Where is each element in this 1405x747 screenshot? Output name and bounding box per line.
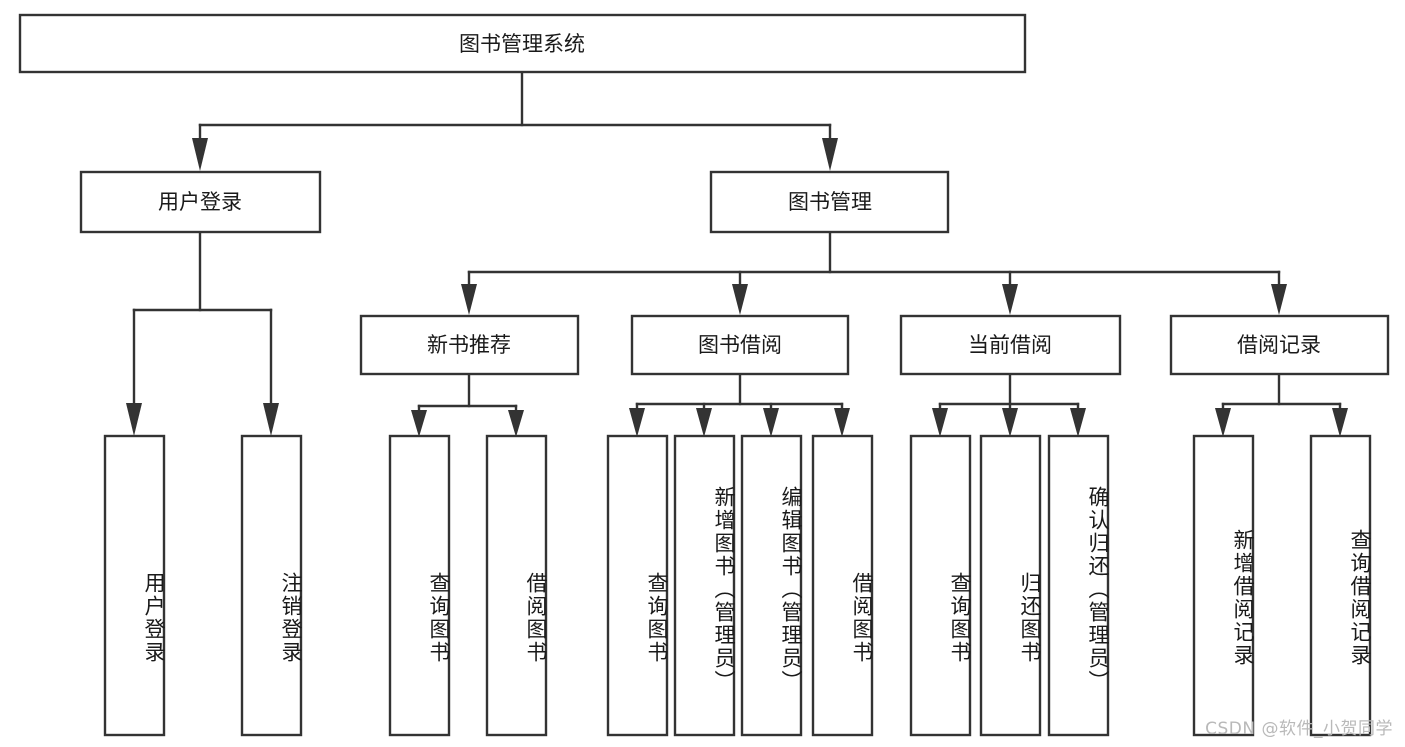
node-current-borrow-label: 当前借阅: [968, 333, 1052, 357]
arrow-head-leaf-user-login: [126, 403, 142, 436]
node-user-login-label: 用户登录: [158, 190, 242, 214]
node-borrow-record-box[interactable]: [1169, 314, 1390, 376]
arrow-head-currentborrow-leaf-3: [1070, 408, 1086, 437]
horizontal-label-layer: 图书管理系统 用户登录 图书管理 新书推荐 图书借阅 当前借阅 借阅记录: [158, 32, 1321, 357]
node-new-book-label: 新书推荐: [427, 333, 511, 357]
node-root-box[interactable]: [18, 13, 1027, 74]
node-current-borrow-box[interactable]: [899, 314, 1122, 376]
leaf-box-current-confirm[interactable]: [1047, 434, 1110, 737]
arrow-head-user-login: [192, 138, 208, 171]
arrow-head-borrow-record: [1271, 284, 1287, 315]
leaf-box-newbook-borrow[interactable]: [485, 434, 548, 737]
arrow-head-borrowrecord-leaf-2: [1332, 408, 1348, 437]
leaf-box-record-add[interactable]: [1192, 434, 1255, 737]
arrow-head-new-book: [461, 284, 477, 315]
arrow-head-bookborrow-leaf-4: [834, 408, 850, 437]
leaf-box-user-login[interactable]: [103, 434, 166, 737]
leaf-box-logout[interactable]: [240, 434, 303, 737]
arrow-head-leaf-logout: [263, 403, 279, 436]
leaf-box-newbook-query[interactable]: [388, 434, 451, 737]
leaf-box-borrow-add[interactable]: [673, 434, 736, 737]
node-book-manage-label: 图书管理: [788, 190, 872, 214]
arrow-head-newbook-leaf-2: [508, 410, 524, 437]
leaf-box-current-query[interactable]: [909, 434, 972, 737]
node-book-borrow-label: 图书借阅: [698, 333, 782, 357]
node-root-label: 图书管理系统: [459, 32, 585, 56]
node-layer: [18, 13, 1390, 737]
arrow-head-bookborrow-leaf-3: [763, 408, 779, 437]
arrow-head-borrowrecord-leaf-1: [1215, 408, 1231, 437]
node-book-manage-box[interactable]: [709, 170, 950, 234]
arrow-head-book-borrow: [732, 284, 748, 315]
arrow-head-bookborrow-leaf-1: [629, 408, 645, 437]
leaf-box-record-query[interactable]: [1309, 434, 1372, 737]
node-new-book-box[interactable]: [359, 314, 580, 376]
leaf-box-borrow-query[interactable]: [606, 434, 669, 737]
arrow-head-newbook-leaf-1: [411, 410, 427, 437]
arrow-head-currentborrow-leaf-1: [932, 408, 948, 437]
watermark-label: CSDN @软件_小贺同学: [1205, 719, 1393, 739]
arrow-head-bookborrow-leaf-2: [696, 408, 712, 437]
leaf-box-current-return[interactable]: [979, 434, 1042, 737]
leaf-box-borrow-edit[interactable]: [740, 434, 803, 737]
arrow-head-current-borrow: [1002, 284, 1018, 315]
node-borrow-record-label: 借阅记录: [1237, 333, 1321, 357]
node-user-login-box[interactable]: [79, 170, 322, 234]
arrow-head-book-manage: [822, 138, 838, 171]
node-book-borrow-box[interactable]: [630, 314, 850, 376]
leaf-box-borrow-lend[interactable]: [811, 434, 874, 737]
connector-layer: [126, 70, 1348, 437]
arrow-head-currentborrow-leaf-2: [1002, 408, 1018, 437]
